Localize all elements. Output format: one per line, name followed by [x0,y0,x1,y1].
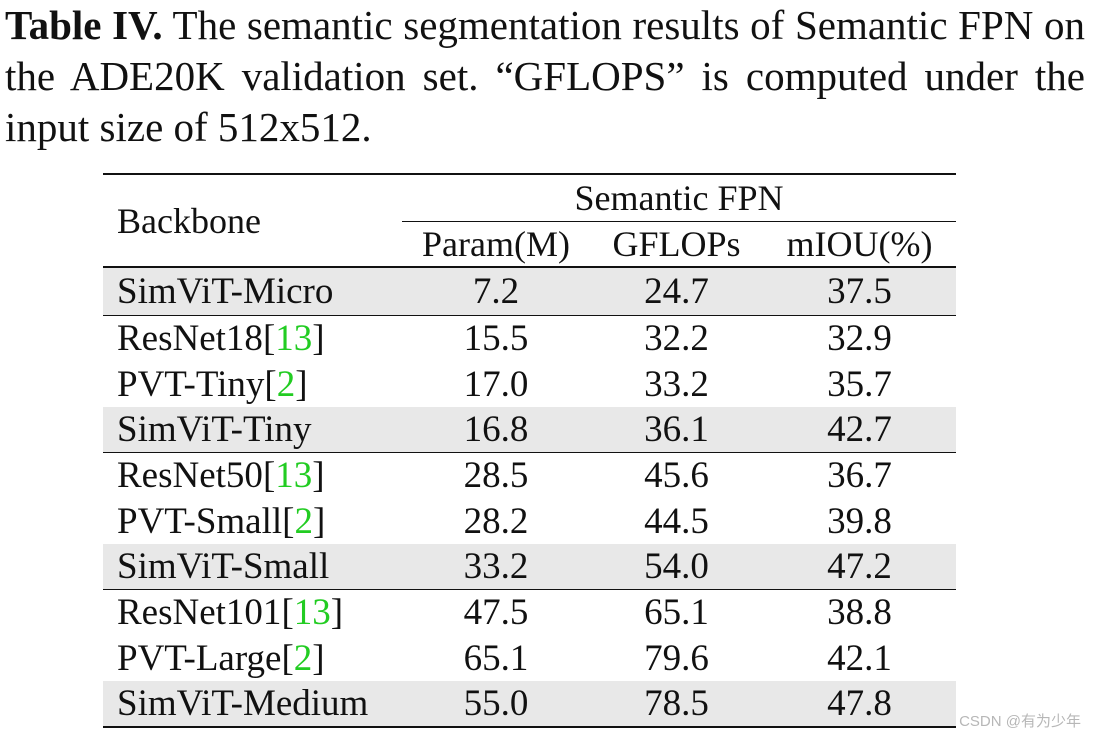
citation-link[interactable]: 2 [294,500,314,542]
results-table: Backbone Semantic FPN Param(M) GFLOPs mI… [103,173,956,728]
backbone-label: ResNet101 [117,592,282,633]
column-header-param: Param(M) [402,221,590,267]
backbone-name: PVT-Small[2] [117,500,326,542]
backbone-label: SimViT-Small [117,545,330,587]
caption-title: Table IV. [5,2,163,48]
table-row: PVT-Large[2] 65.1 79.6 42.1 [103,636,956,681]
param-value: 65.1 [463,637,529,679]
caption-text: The semantic segmentation results of Sem… [5,2,1085,150]
gflops-value: 78.5 [590,681,763,727]
backbone-name: ResNet101[13] [117,592,344,633]
citation-link[interactable]: 2 [293,637,313,679]
param-value: 15.5 [463,318,529,359]
semantic-fpn-header: Semantic FPN [574,178,784,218]
backbone-name: ResNet50[13] [117,455,325,496]
backbone-label: PVT-Tiny [117,363,265,405]
param-value: 17.0 [463,363,529,405]
miou-value: 42.7 [763,407,956,453]
backbone-label: PVT-Large [117,637,282,679]
table-row: PVT-Tiny[2] 17.0 33.2 35.7 [103,362,956,407]
param-value: 47.5 [463,592,529,633]
table-row: ResNet18[13] 15.5 32.2 32.9 [103,315,956,363]
backbone-name: ResNet18[13] [117,318,325,359]
param-value: 28.2 [463,500,529,542]
backbone-name: SimViT-Medium [103,681,402,727]
citation-link[interactable]: 13 [275,318,313,359]
table-row: ResNet50[13] 28.5 45.6 36.7 [103,452,956,500]
gflops-value: 44.5 [644,500,709,542]
table-row: PVT-Small[2] 28.2 44.5 39.8 [103,499,956,544]
param-value: 7.2 [402,267,590,316]
gflops-value: 36.1 [590,407,763,453]
miou-value: 39.8 [827,500,892,542]
gflops-value: 79.6 [644,637,709,679]
param-value: 28.5 [463,455,529,496]
backbone-name: SimViT-Small [103,544,402,590]
column-header-gflops: GFLOPs [590,221,763,267]
backbone-label: ResNet50 [117,455,263,496]
miou-value: 38.8 [827,592,892,633]
backbone-label: SimViT-Medium [117,682,369,724]
miou-value: 36.7 [827,455,892,496]
backbone-label: SimViT-Tiny [117,408,312,450]
gflops-value: 24.7 [590,267,763,316]
backbone-label: PVT-Small [117,500,283,542]
gflops-value: 33.2 [644,363,709,405]
citation-link[interactable]: 13 [293,592,331,633]
miou-value: 47.8 [763,681,956,727]
backbone-name: PVT-Tiny[2] [117,363,308,405]
citation-link[interactable]: 2 [276,363,296,405]
table-caption: Table IV. The semantic segmentation resu… [5,0,1085,153]
miou-value: 42.1 [827,637,892,679]
gflops-value: 32.2 [644,318,709,359]
backbone-name: PVT-Large[2] [117,637,325,679]
miou-value: 37.5 [763,267,956,316]
gflops-value: 45.6 [644,455,709,496]
param-value: 33.2 [402,544,590,590]
watermark: CSDN @有为少年 [959,713,1081,730]
backbone-name: SimViT-Tiny [103,407,402,453]
backbone-header: Backbone [117,200,261,241]
gflops-value: 54.0 [590,544,763,590]
column-header-miou: mIOU(%) [763,221,956,267]
gflops-value: 65.1 [644,592,709,633]
table-row: ResNet101[13] 47.5 65.1 38.8 [103,589,956,637]
param-value: 16.8 [402,407,590,453]
backbone-label: ResNet18 [117,318,263,359]
backbone-label: SimViT-Micro [117,270,334,312]
param-value: 55.0 [402,681,590,727]
miou-value: 35.7 [827,363,892,405]
miou-value: 32.9 [827,318,892,359]
backbone-name: SimViT-Micro [103,267,402,316]
miou-value: 47.2 [763,544,956,590]
citation-link[interactable]: 13 [275,455,313,496]
